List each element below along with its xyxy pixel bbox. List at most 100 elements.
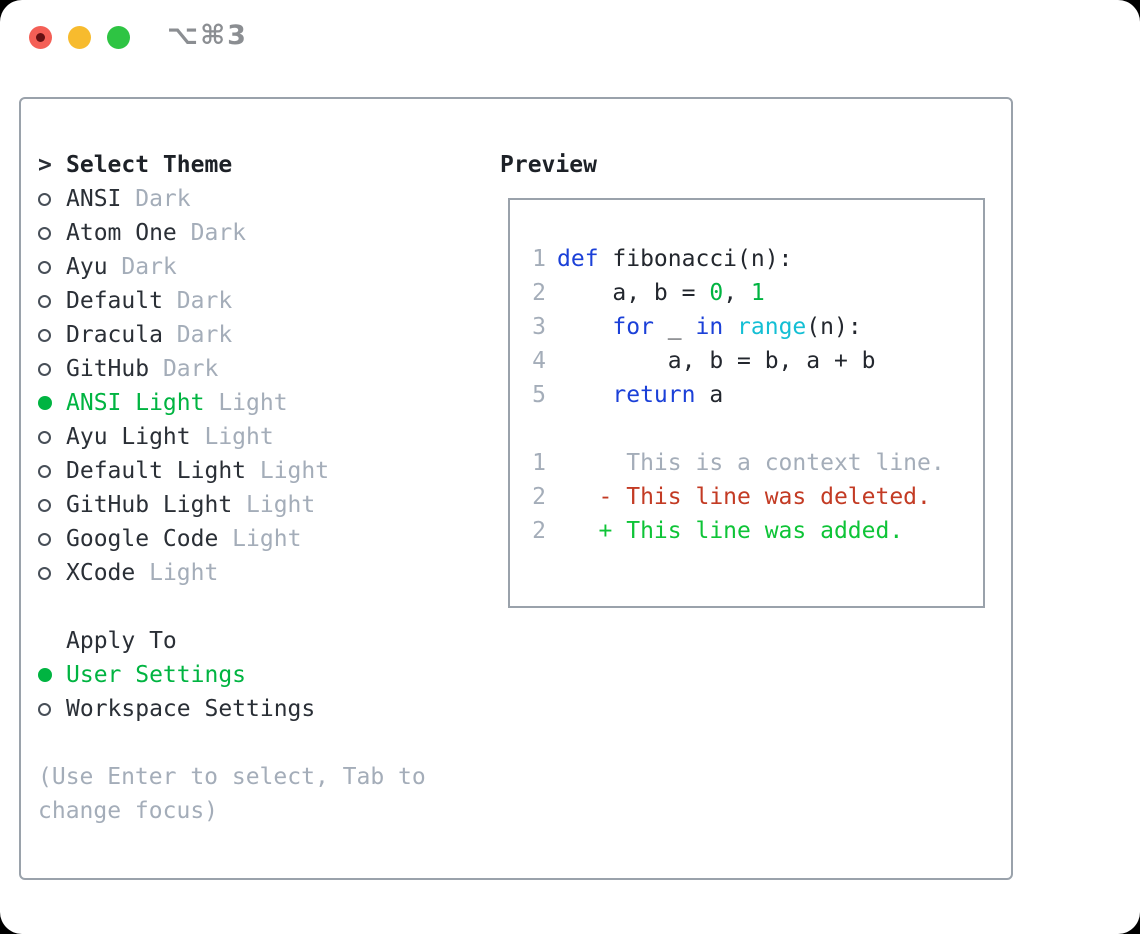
option-label: Default Light — [66, 458, 247, 484]
theme-option[interactable]: Dracula Dark — [38, 318, 488, 352]
spacer — [38, 726, 488, 760]
option-label: Workspace Settings — [66, 696, 316, 722]
minimize-button[interactable] — [68, 26, 91, 49]
record-dot-icon — [36, 33, 45, 42]
option-label: Ayu Light — [66, 424, 191, 450]
select-theme-heading: > Select Theme — [38, 148, 488, 182]
option-variant-label: Dark — [162, 322, 233, 348]
maximize-button[interactable] — [107, 26, 130, 49]
option-variant-label: Light — [204, 390, 288, 416]
radio-selected-icon — [38, 396, 52, 410]
theme-option[interactable]: Ayu Light Light — [38, 420, 488, 454]
theme-option[interactable]: XCode Light — [38, 556, 488, 590]
option-variant-label: Light — [135, 560, 219, 586]
select-theme-title: Select Theme — [66, 152, 233, 178]
apply-to-heading: Apply To — [38, 624, 488, 658]
radio-icon — [38, 226, 51, 240]
apply-to-title: Apply To — [66, 628, 177, 654]
option-label: GitHub — [66, 356, 150, 382]
radio-icon — [38, 464, 51, 478]
spacer — [38, 590, 488, 624]
option-label: Atom One — [66, 220, 177, 246]
radio-icon — [38, 294, 66, 308]
code-text: - This line was deleted. — [557, 484, 931, 510]
radio-icon — [38, 362, 51, 376]
theme-option[interactable]: Default Dark — [38, 284, 488, 318]
option-label: ANSI Light — [66, 390, 205, 416]
code-line: 5 return a — [532, 378, 983, 412]
theme-option[interactable]: ANSI Light Light — [38, 386, 488, 420]
option-variant-label: Dark — [121, 186, 191, 212]
radio-icon — [38, 566, 66, 580]
radio-icon — [38, 192, 51, 206]
theme-option[interactable]: ANSI Dark — [38, 182, 488, 216]
code-line — [532, 412, 983, 446]
line-number: 2 — [532, 484, 546, 510]
theme-option[interactable]: Default Light Light — [38, 454, 488, 488]
code-text: a, b = b, a + b — [557, 348, 876, 374]
code-text: def fibonacci(n): — [557, 246, 793, 272]
radio-icon — [38, 532, 66, 546]
option-label: Default — [66, 288, 163, 314]
radio-icon — [38, 260, 66, 274]
close-button[interactable] — [29, 26, 52, 49]
radio-icon — [38, 260, 51, 274]
apply-to-option[interactable]: Workspace Settings — [38, 692, 488, 726]
option-variant-label: Light — [232, 492, 316, 518]
prompt-marker: > — [38, 152, 52, 178]
help-text: (Use Enter to select, Tab to change focu… — [38, 764, 426, 824]
line-number: 1 — [532, 450, 546, 476]
option-variant-label: Light — [190, 424, 274, 450]
code-line: 4 a, b = b, a + b — [532, 344, 983, 378]
option-label: GitHub Light — [66, 492, 233, 518]
option-label: Google Code — [66, 526, 219, 552]
radio-selected-icon — [38, 396, 66, 410]
option-variant-label: Dark — [107, 254, 177, 280]
radio-icon — [38, 464, 66, 478]
radio-icon — [38, 294, 51, 308]
line-number: 2 — [532, 280, 546, 306]
code-line: 3 for _ in range(n): — [532, 310, 983, 344]
line-number: 1 — [532, 246, 546, 272]
preview-heading: Preview — [500, 152, 597, 178]
code-line: 2 + This line was added. — [532, 514, 983, 548]
radio-selected-icon — [38, 668, 66, 682]
radio-icon — [38, 498, 51, 512]
code-line: 1 def fibonacci(n): — [532, 242, 983, 276]
code-text: return a — [612, 382, 724, 408]
option-label: XCode — [66, 560, 136, 586]
radio-icon — [38, 430, 51, 444]
line-number: 4 — [532, 348, 546, 374]
radio-selected-icon — [38, 668, 52, 682]
option-variant-label: Light — [246, 458, 330, 484]
option-label: User Settings — [66, 662, 247, 688]
radio-icon — [38, 362, 66, 376]
code-text: a, b = 0, 1 — [557, 280, 765, 306]
window-title: ⌥⌘3 — [167, 20, 248, 51]
option-variant-label: Light — [218, 526, 302, 552]
theme-option[interactable]: GitHub Dark — [38, 352, 488, 386]
theme-option[interactable]: Google Code Light — [38, 522, 488, 556]
radio-icon — [38, 702, 51, 716]
option-variant-label: Dark — [149, 356, 219, 382]
radio-icon — [38, 566, 51, 580]
radio-icon — [38, 192, 66, 206]
option-label: Ayu — [66, 254, 108, 280]
code-line: 2 a, b = 0, 1 — [532, 276, 983, 310]
option-label: Dracula — [66, 322, 163, 348]
code-text: for _ in range(n): — [612, 314, 862, 340]
theme-option[interactable]: Ayu Dark — [38, 250, 488, 284]
radio-icon — [38, 430, 66, 444]
theme-option[interactable]: Atom One Dark — [38, 216, 488, 250]
line-number: 5 — [532, 382, 546, 408]
apply-to-option[interactable]: User Settings — [38, 658, 488, 692]
theme-option[interactable]: GitHub Light Light — [38, 488, 488, 522]
code-line: 2 - This line was deleted. — [532, 480, 983, 514]
code-line: 1 This is a context line. — [532, 446, 983, 480]
